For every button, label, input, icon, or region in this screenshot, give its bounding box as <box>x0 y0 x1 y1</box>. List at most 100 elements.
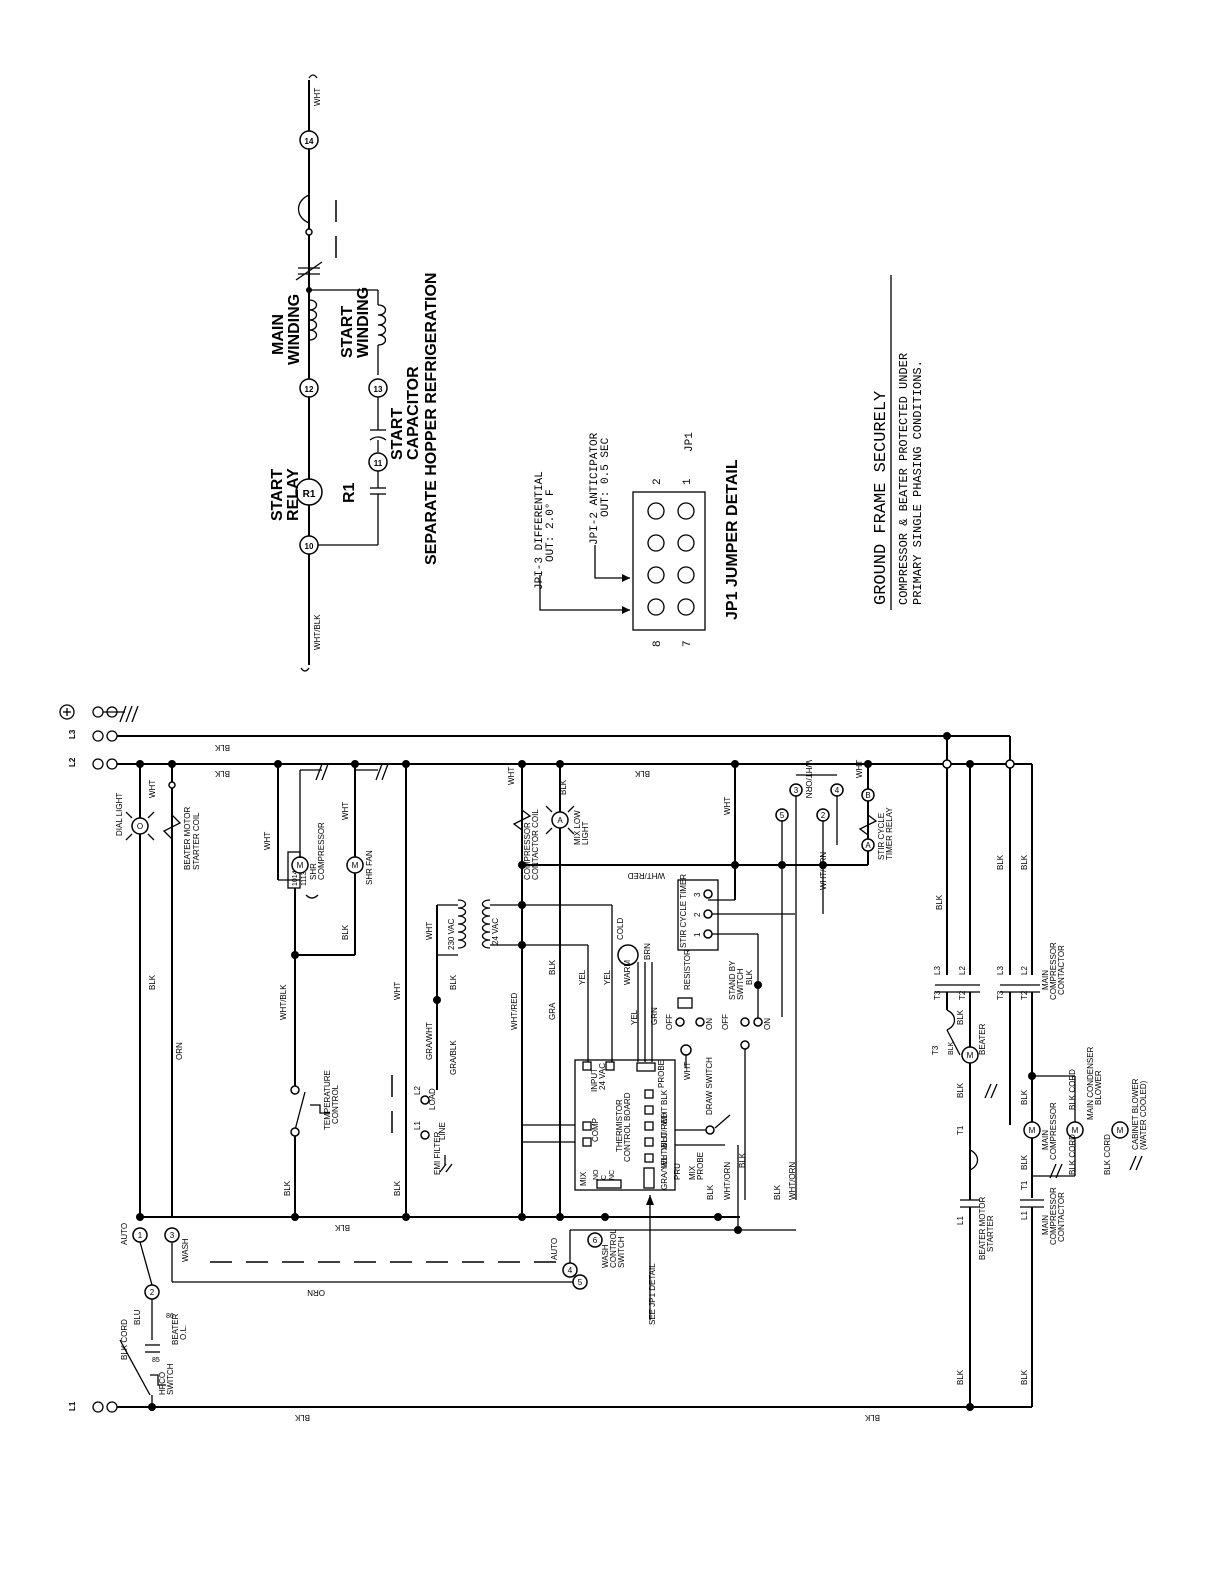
start-capacitor-line1: START <box>389 408 406 460</box>
stir-relay-a <box>861 838 875 852</box>
jp-pin <box>677 566 695 584</box>
wire-label-wht-blu: WHT/BLU <box>660 1132 669 1168</box>
wire-label-blk: BLK <box>1020 1089 1029 1105</box>
relay-num-3: 3 <box>794 786 799 795</box>
shr-fan-motor-icon <box>346 856 364 874</box>
ground-note-1: COMPRESSOR & BEATER PROTECTED UNDER <box>897 353 911 605</box>
jp3-leader <box>539 575 630 611</box>
chassis-ground-icon <box>119 705 139 723</box>
wire-label-wht-orn: WHT/ORN <box>723 1162 732 1200</box>
start-winding-coil <box>377 304 387 346</box>
beater-coil-label: BEATER MOTOR <box>183 807 192 870</box>
board-comp: COMP <box>591 1118 600 1142</box>
stir-timer-num-3: 3 <box>693 892 702 897</box>
main-winding-line1: MAIN <box>270 314 287 355</box>
emi-filter-label: EMI FILTER <box>433 1131 442 1175</box>
cabinet-label-1: CABINET BLOWER <box>1131 1078 1140 1150</box>
junction <box>518 901 526 909</box>
board-comp-pin <box>582 1121 592 1131</box>
rail-label-blk: BLK <box>294 1413 310 1422</box>
board-c: C <box>601 1175 608 1180</box>
shr-label-1: SHR <box>309 863 318 880</box>
transformer-230vac: 230 VAC <box>447 918 456 950</box>
rail-label-blk: BLK <box>864 1413 880 1422</box>
terminal-10 <box>299 535 319 555</box>
temp-control-label-1: TEMPERATURE <box>323 1070 332 1130</box>
temp-control-label-2: CONTROL <box>331 1084 340 1124</box>
stir-timer-num-2: 2 <box>693 912 702 917</box>
junction <box>518 1213 526 1221</box>
shr-motor-letter: M <box>297 861 304 870</box>
wire-label-blk: BLK <box>956 1369 965 1385</box>
wire-label-wht-red: WHT/RED <box>510 992 519 1030</box>
start-winding-line1: START <box>339 306 356 358</box>
jp-pin-7: 7 <box>682 640 694 647</box>
junction <box>402 1213 410 1221</box>
stir-relay-label-2: TIMER RELAY <box>885 807 894 860</box>
wire-label-yel: YEL <box>578 969 587 985</box>
wire-label-wht: WHT <box>393 982 402 1000</box>
junction <box>136 760 144 768</box>
wash-switch-terminal-4 <box>562 1262 578 1278</box>
wire-label-blk: BLK <box>956 1082 965 1098</box>
wire-label-blk: BLK <box>548 959 557 975</box>
main-compressor-label-2: COMPRESSOR <box>1049 1102 1058 1160</box>
condenser-label-2: BLOWER <box>1094 1070 1103 1105</box>
junction <box>291 1213 299 1221</box>
standby-off: OFF <box>665 1014 674 1030</box>
compressor-t2: T2 <box>1020 990 1029 1000</box>
wash-auto: AUTO <box>120 1223 129 1245</box>
shr-num-1113: 1113 <box>301 871 308 886</box>
wire-label-blk: BLK <box>283 1180 292 1196</box>
mix-probe-label-2: PROBE <box>696 1152 705 1180</box>
beater-ol-85: 85 <box>152 1357 160 1364</box>
terminal-14 <box>299 130 319 150</box>
contactor-coil-label-2: CONTACTOR COIL <box>531 809 540 880</box>
jp2-arrow <box>622 574 630 582</box>
wire-label-wht: WHT <box>341 802 350 820</box>
dial-light-icon <box>131 817 149 835</box>
mix-probe-label-1: MIX <box>688 1165 697 1180</box>
beater-coil-label-2: STARTER COIL <box>192 812 201 870</box>
stir-relay-b <box>861 788 875 802</box>
relay-contact-label: R1 <box>341 482 358 503</box>
standby-contact <box>695 1017 705 1027</box>
wash-num-1: 1 <box>138 1231 143 1240</box>
start-winding-line2: WINDING <box>355 287 372 358</box>
board-pin <box>644 1153 654 1163</box>
board-pin <box>644 1137 654 1147</box>
emi-l1: L1 <box>413 1121 422 1130</box>
stir-cycle-timer-box <box>677 879 719 951</box>
hopper-wire-left-label: WHT/BLK <box>313 614 322 650</box>
branches: BLK O DIAL LIGHT WHT BLK BEATER MOTOR ST… <box>115 760 894 1411</box>
ground-terminal-icon <box>59 704 75 720</box>
hpco-label-2: SWITCH <box>166 1363 175 1395</box>
l3-label: L3 <box>68 729 77 739</box>
wash-switch-arm <box>139 1241 153 1286</box>
compressor-l1: L1 <box>1020 1211 1029 1220</box>
start-relay-coil <box>295 478 323 506</box>
wire-label-wht-blk: WHT/BLK <box>279 984 288 1020</box>
beater-ground-icon <box>984 1083 998 1099</box>
board-input-pin <box>582 1061 592 1071</box>
hopper-circuit: 14 12 13 11 R1 10 <box>269 74 440 672</box>
hopper-wire-break-top <box>308 74 318 79</box>
motor-section: BLK L3 L2 T3 T2 BLK M T3 BLK BEATER BLK … <box>931 732 1148 1411</box>
board-pins <box>644 1089 654 1163</box>
board-probe-connector <box>636 1062 656 1072</box>
terminal-10-label: 10 <box>305 542 314 551</box>
jp-pin-7-text: 7 <box>682 640 694 647</box>
standby-contact <box>675 1017 685 1027</box>
wash-wash: WASH <box>181 1238 190 1262</box>
l2-connector <box>92 758 104 770</box>
wire-label-blk: BLK <box>148 974 157 990</box>
junction <box>402 760 410 768</box>
switch-warm: WARM <box>623 960 632 985</box>
wire-label-gra-yel: GRA/YEL <box>660 1155 669 1190</box>
wash-switch-terminal-6 <box>587 1232 603 1248</box>
temp-control-switch-arm <box>294 1091 306 1131</box>
junction <box>754 981 762 989</box>
wire-label-blk: BLK <box>449 974 458 990</box>
dial-light-letter: O <box>137 822 143 831</box>
wire-label-blk: BLK <box>935 894 944 910</box>
